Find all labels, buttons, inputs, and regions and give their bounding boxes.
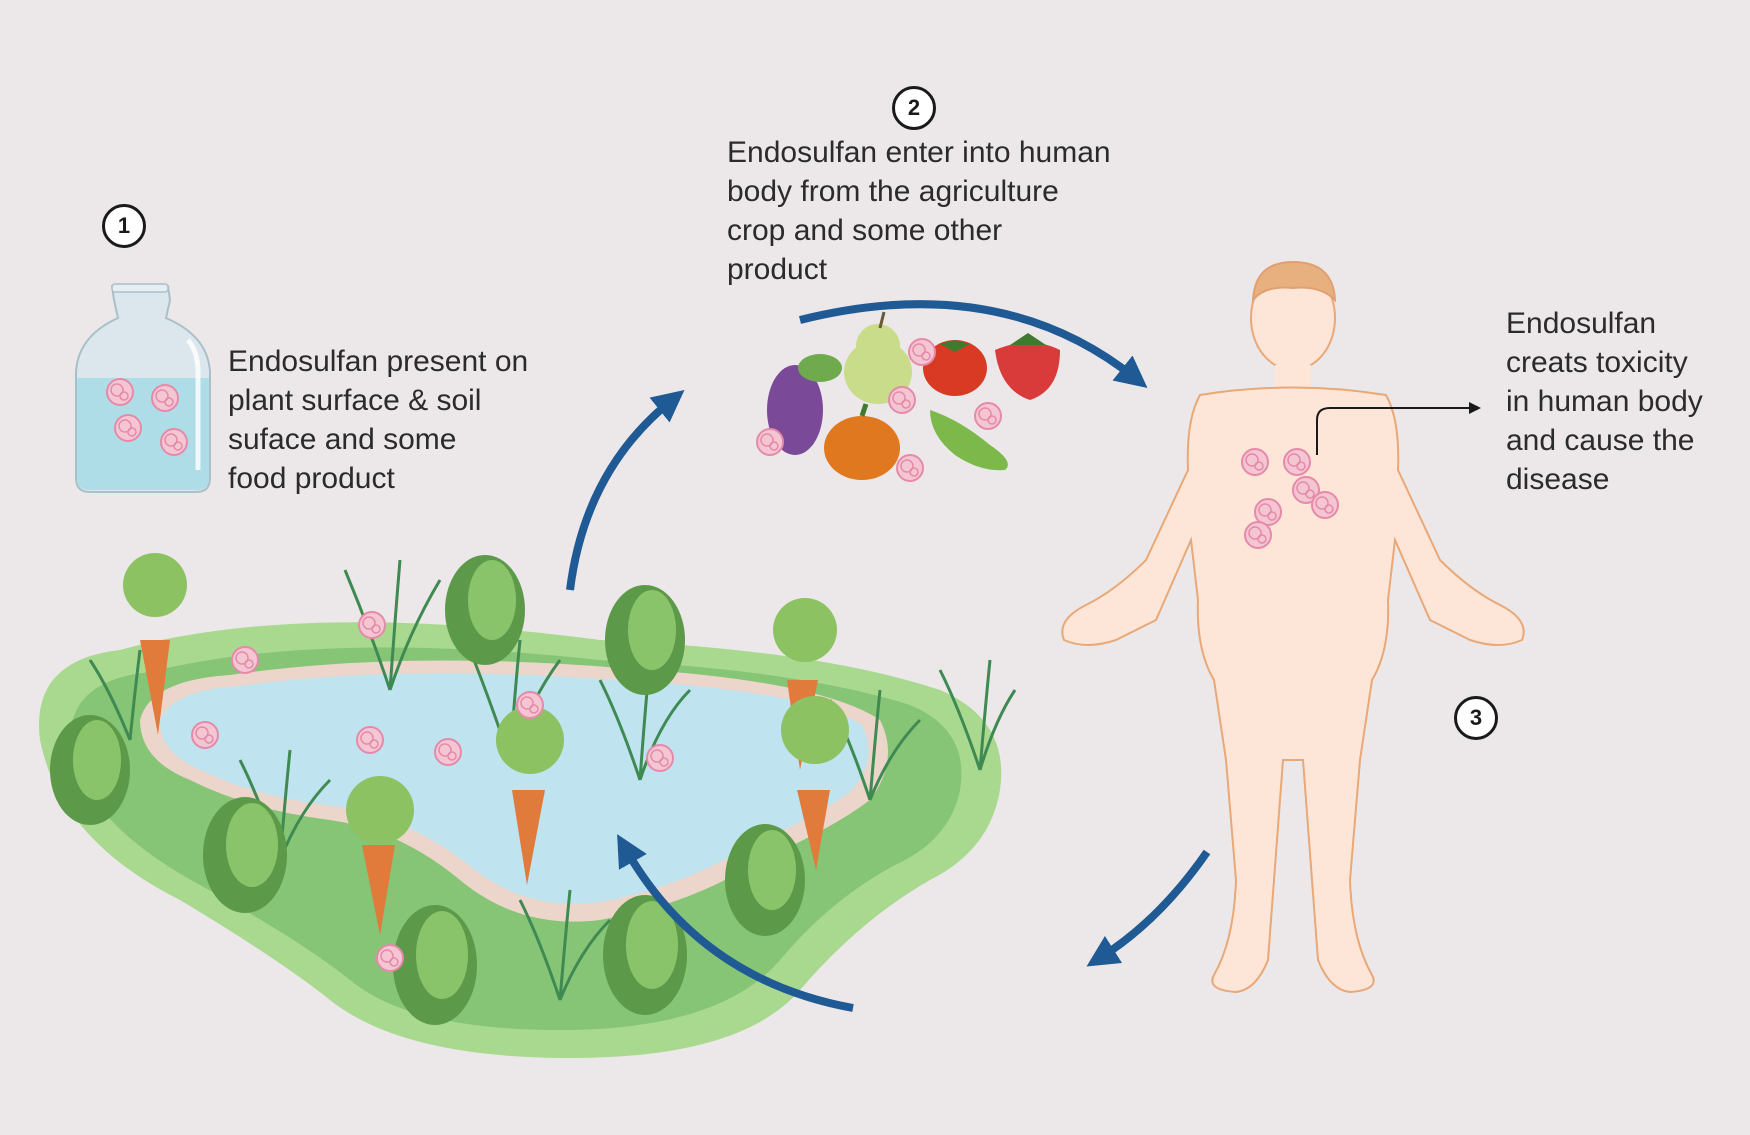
endosulfan-particle-icon	[516, 691, 544, 719]
endosulfan-particle-icon	[376, 944, 404, 972]
human-body-icon	[1061, 260, 1525, 994]
endosulfan-particle-icon	[434, 738, 462, 766]
step-number: 1	[117, 213, 131, 238]
arrow-fruits-to-human	[799, 300, 1148, 388]
carrot-icon	[123, 553, 849, 935]
endosulfan-particle-icon	[1283, 448, 1311, 476]
pumpkin-icon	[824, 403, 900, 480]
step-1-badge: 1	[102, 204, 146, 248]
endosulfan-particle-icon	[974, 402, 1002, 430]
endosulfan-particle-icon	[646, 744, 674, 772]
endosulfan-particle-icon	[1244, 521, 1272, 549]
endosulfan-particle-icon	[151, 384, 179, 412]
step-number: 2	[907, 95, 921, 120]
step-1-description: Endosulfan present on plant surface & so…	[228, 345, 529, 495]
step-2-description: Endosulfan enter into human body from th…	[727, 136, 1111, 286]
step-3-description: Endosulfan creats toxicity in human body…	[1506, 307, 1703, 496]
arrow-human-to-ground	[1086, 849, 1211, 967]
endosulfan-particle-icon	[191, 721, 219, 749]
arrow-ground-to-field	[617, 834, 854, 1012]
endosulfan-particle-icon	[358, 611, 386, 639]
endosulfan-particle-icon	[114, 414, 142, 442]
grapes-icon	[767, 354, 842, 455]
pea-pod-icon	[930, 410, 1008, 471]
endosulfan-particle-icon	[106, 378, 134, 406]
lettuce-icon	[50, 555, 805, 1025]
endosulfan-particle-icon	[756, 428, 784, 456]
step-3-badge: 3	[1454, 696, 1498, 740]
endosulfan-particle-icon	[908, 338, 936, 366]
bottle-icon	[75, 283, 211, 493]
endosulfan-particle-icon	[356, 726, 384, 754]
endosulfan-particle-icon	[160, 428, 188, 456]
arrow-field-to-fruits	[566, 389, 685, 591]
endosulfan-particle-icon	[231, 646, 259, 674]
endosulfan-particle-icon	[1241, 448, 1269, 476]
endosulfan-particle-icon	[896, 454, 924, 482]
strawberry-icon	[995, 333, 1060, 400]
endosulfan-particle-icon	[1311, 491, 1339, 519]
tomato-icon	[923, 340, 987, 396]
endosulfan-particle-icon	[888, 386, 916, 414]
crop-field-pond-icon	[39, 553, 1017, 1059]
fruit-cluster	[756, 311, 1060, 482]
pointer-arrow	[1316, 402, 1481, 455]
step-2-badge: 2	[892, 86, 936, 130]
step-number: 3	[1469, 705, 1483, 730]
